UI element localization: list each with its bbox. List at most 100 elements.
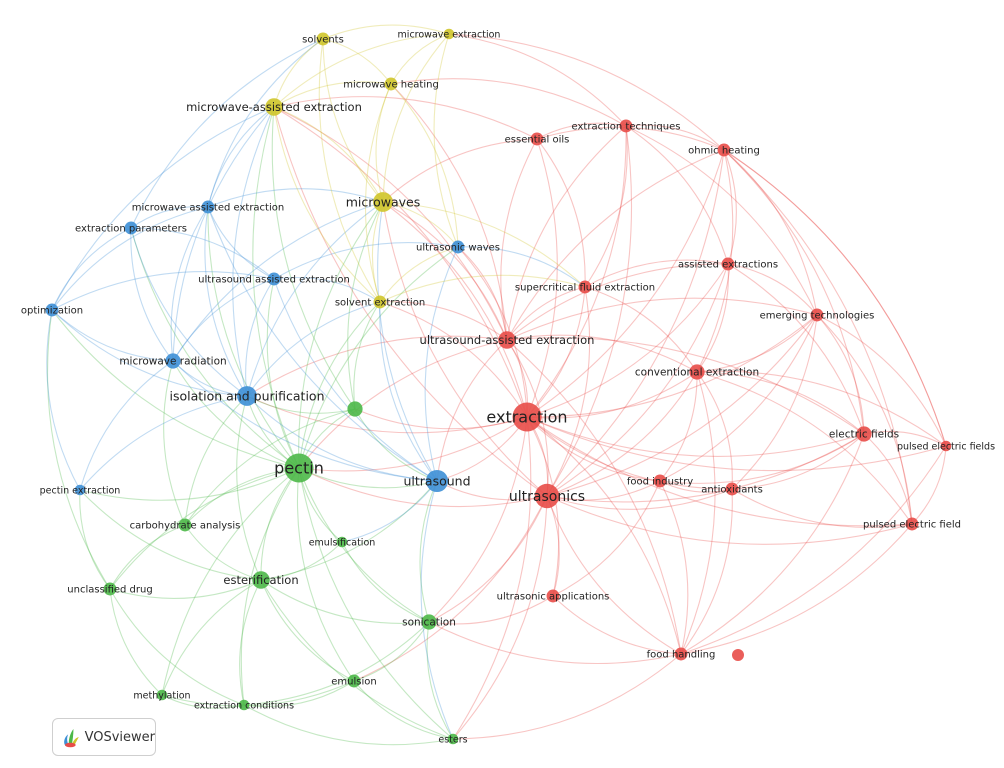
node-extparam[interactable] <box>124 221 138 235</box>
node-conv[interactable] <box>689 364 705 380</box>
network-link <box>546 286 591 497</box>
node-antiox[interactable] <box>725 482 739 496</box>
node-isopur[interactable] <box>237 386 257 406</box>
node-mwext[interactable] <box>443 28 455 40</box>
node-mwheat[interactable] <box>384 77 398 91</box>
network-link <box>625 125 818 316</box>
network-link <box>130 227 275 280</box>
label-mwext: microwave extraction <box>398 29 501 40</box>
network-link <box>526 263 729 418</box>
network-link <box>584 286 698 373</box>
network-link <box>526 371 698 419</box>
network-link <box>298 467 548 508</box>
node-mwae_b[interactable] <box>201 200 215 214</box>
network-link <box>172 360 438 482</box>
network-link <box>428 621 682 664</box>
label-pectext: pectin extraction <box>40 485 121 496</box>
node-optim[interactable] <box>45 303 59 317</box>
network-link <box>390 83 508 341</box>
network-link <box>546 433 865 503</box>
network-link <box>322 38 384 203</box>
node-solvext[interactable] <box>373 295 387 309</box>
label-ultrasound: ultrasound <box>403 473 470 488</box>
node-pefield[interactable] <box>905 517 919 531</box>
network-link <box>130 206 209 229</box>
network-link <box>526 286 586 418</box>
network-link <box>79 489 111 590</box>
node-unclass[interactable] <box>103 582 117 596</box>
node-uae[interactable] <box>498 331 516 349</box>
network-link <box>207 206 275 280</box>
vosviewer-logo-text: VOSviewer <box>84 729 155 745</box>
node-usae_b[interactable] <box>267 272 281 286</box>
vosviewer-logo[interactable]: VOSviewer <box>52 718 156 756</box>
network-link <box>584 125 628 288</box>
network-link <box>246 201 384 397</box>
node-methyl[interactable] <box>156 689 168 701</box>
node-mwae_y[interactable] <box>265 98 283 116</box>
node-sonic[interactable] <box>421 614 437 630</box>
vosviewer-logo-icon <box>64 728 79 748</box>
node-mwrad[interactable] <box>165 353 181 369</box>
node-emulsion[interactable] <box>347 674 361 688</box>
network-link <box>184 467 300 526</box>
network-link <box>271 106 356 410</box>
node-solvents[interactable] <box>316 32 330 46</box>
network-link <box>207 106 275 208</box>
node-microwaves[interactable] <box>373 192 393 212</box>
network-link <box>260 480 438 581</box>
node-essoils[interactable] <box>530 132 544 146</box>
node-pefields[interactable] <box>940 440 952 452</box>
network-link <box>172 278 275 362</box>
network-link <box>506 149 725 341</box>
network-link <box>163 360 186 526</box>
node-ultrasound[interactable] <box>425 469 449 493</box>
network-link <box>382 201 528 418</box>
node-efields[interactable] <box>856 426 872 442</box>
node-foodind[interactable] <box>653 474 667 488</box>
label-extcond: extraction conditions <box>194 700 294 711</box>
node-exttech[interactable] <box>619 119 633 133</box>
node-foodhand[interactable] <box>674 647 688 661</box>
network-link <box>426 621 454 740</box>
network-link <box>51 270 275 311</box>
node-esterif[interactable] <box>252 571 270 589</box>
label-emulsif: emulsification <box>309 537 376 548</box>
network-link <box>298 301 381 469</box>
network-link <box>546 480 661 501</box>
network-link <box>506 339 682 655</box>
node-extcond[interactable] <box>238 699 250 711</box>
label-solvents: solvents <box>302 35 344 46</box>
network-link <box>526 138 558 418</box>
node-scfe[interactable] <box>578 280 592 294</box>
network-link <box>341 541 430 623</box>
network-link <box>428 416 528 623</box>
network-link <box>420 480 454 740</box>
network-link <box>546 495 682 655</box>
node-ohmic[interactable] <box>717 143 731 157</box>
network-link <box>390 78 627 127</box>
label-usae_b: ultrasound assisted extraction <box>198 275 350 286</box>
network-link <box>130 227 248 397</box>
node-ultrasonics[interactable] <box>534 483 560 509</box>
network-link <box>696 371 865 435</box>
node-ultapp[interactable] <box>546 589 560 603</box>
node-pectin[interactable] <box>284 453 314 483</box>
node-assisted[interactable] <box>721 257 735 271</box>
network-link <box>428 495 548 623</box>
node-emerg[interactable] <box>810 308 824 322</box>
node-gnode[interactable] <box>347 401 363 417</box>
node-esters[interactable] <box>447 733 459 745</box>
network-link <box>79 467 300 501</box>
node-unlabeled-red[interactable] <box>732 649 744 661</box>
network-link <box>245 278 275 397</box>
network-link <box>546 263 729 497</box>
node-ultwaves[interactable] <box>451 240 465 254</box>
node-extraction[interactable] <box>512 402 542 432</box>
node-carbo[interactable] <box>178 518 192 532</box>
network-link <box>457 246 586 288</box>
network-link <box>273 96 538 140</box>
node-emulsif[interactable] <box>336 536 348 548</box>
node-pectext[interactable] <box>74 484 86 496</box>
